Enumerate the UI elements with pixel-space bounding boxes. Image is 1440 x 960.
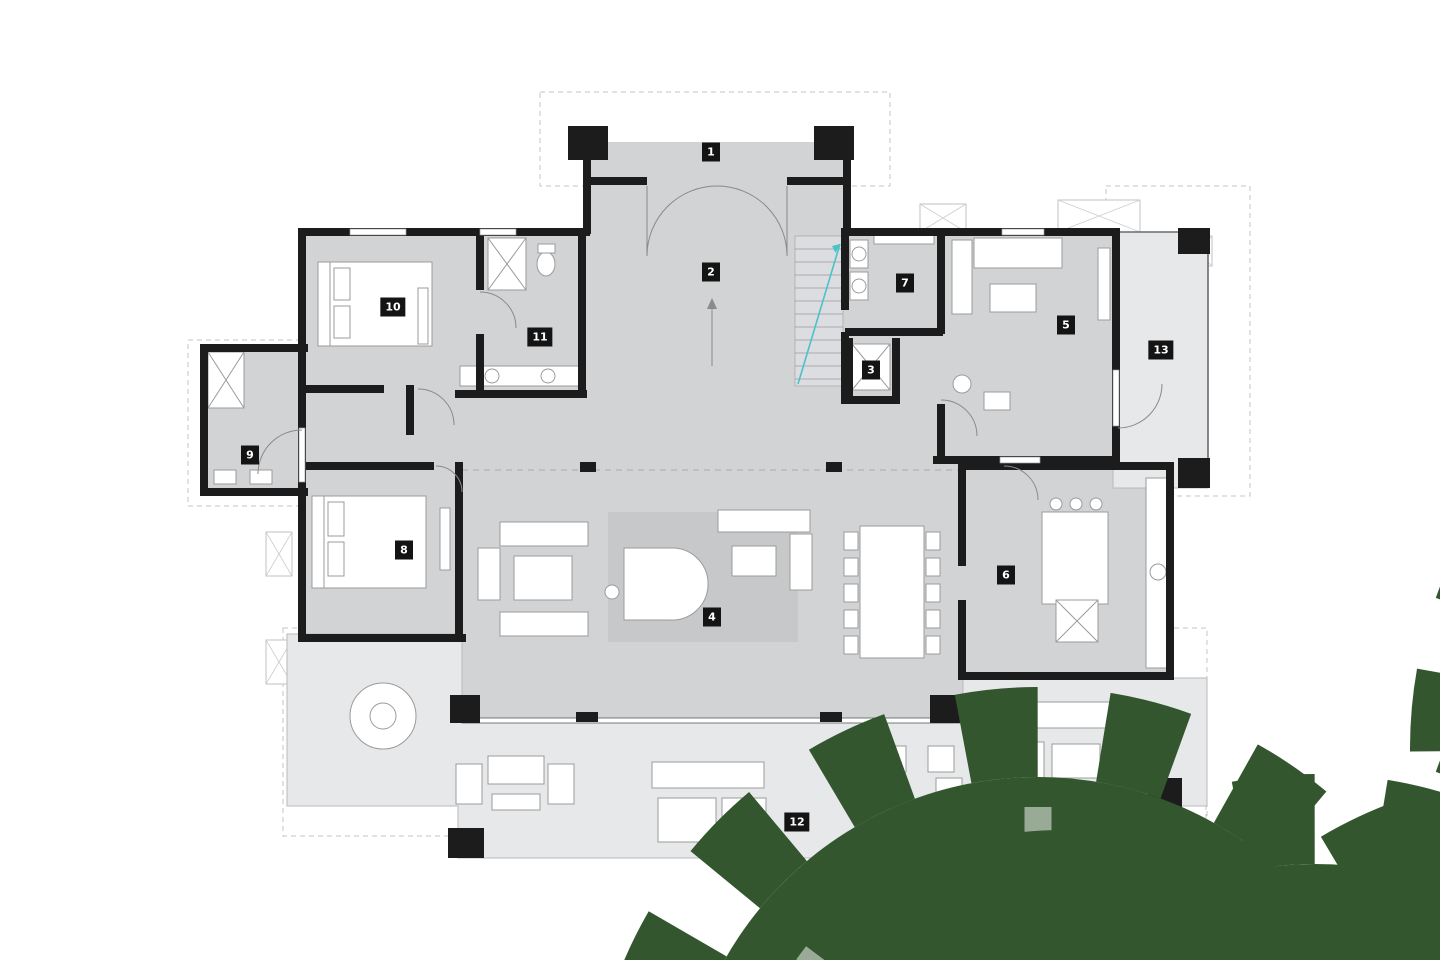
- lounge-room5: [951, 237, 1111, 411]
- room-label-13: 13: [1148, 340, 1174, 360]
- living-room-furniture: [477, 509, 813, 637]
- window-gaps: [298, 228, 1120, 483]
- bathroom9-fixtures: [207, 351, 273, 485]
- dining-table-chairs: [843, 525, 941, 659]
- direction-arrow: [707, 298, 717, 366]
- room-label-5: 5: [1057, 315, 1075, 335]
- room-label-7: 7: [896, 273, 914, 293]
- room-label-11: 11: [527, 327, 553, 347]
- door-swings: [257, 185, 1163, 501]
- room-label-10: 10: [380, 297, 406, 317]
- walls: [200, 126, 1210, 858]
- laundry-room7: [849, 233, 935, 301]
- room-label-4: 4: [703, 607, 721, 627]
- room-label-3: 3: [862, 360, 880, 380]
- room-label-1: 1: [702, 142, 720, 162]
- room-label-6: 6: [997, 565, 1015, 585]
- bathroom11-fixtures: [459, 237, 585, 387]
- room-label-12: 12: [784, 812, 810, 832]
- room-label-9: 9: [241, 445, 259, 465]
- room-label-8: 8: [395, 540, 413, 560]
- room-label-2: 2: [702, 262, 720, 282]
- bed-room10: [317, 261, 433, 347]
- staircase: [794, 235, 844, 387]
